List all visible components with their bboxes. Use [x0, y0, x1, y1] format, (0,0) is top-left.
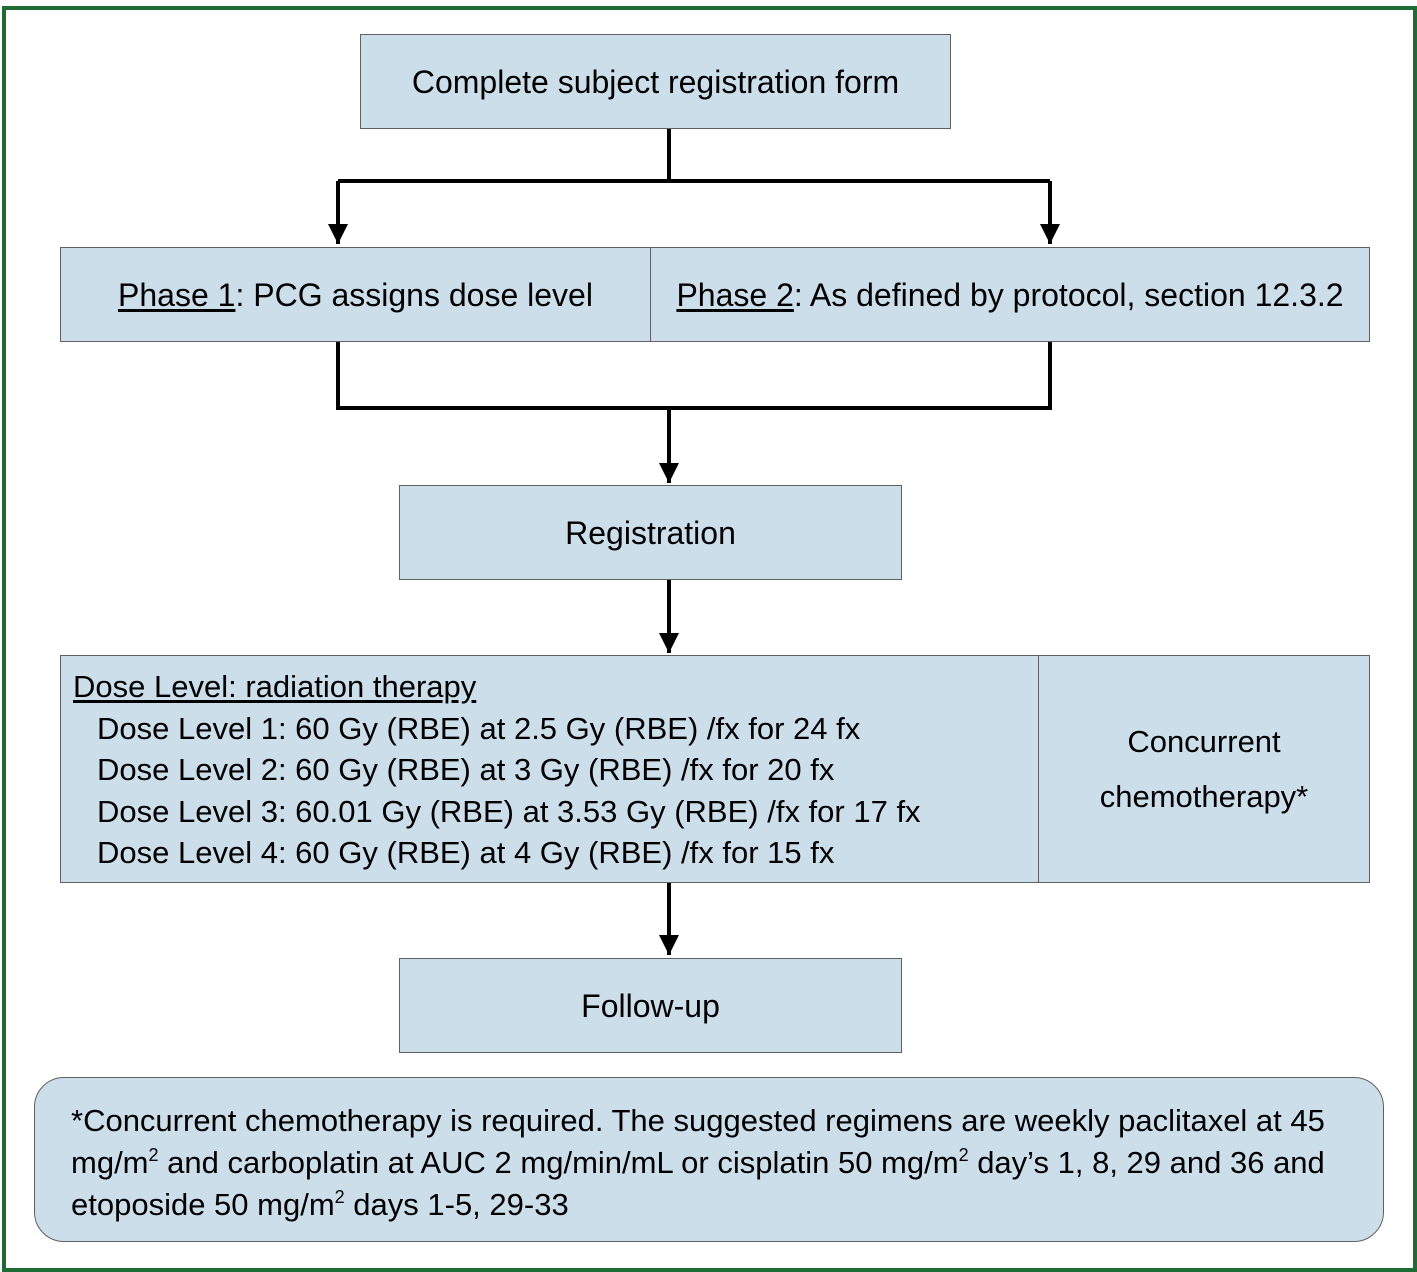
dose-level-1: Dose Level 1: 60 Gy (RBE) at 2.5 Gy (RBE…: [97, 710, 861, 746]
start-box: Complete subject registration form: [360, 34, 951, 129]
superscript-1: 2: [148, 1145, 159, 1165]
footnote-part-4: days 1-5, 29-33: [344, 1187, 569, 1222]
superscript-2: 2: [958, 1145, 969, 1165]
connector-start-split: [338, 129, 1050, 183]
superscript-3: 2: [334, 1187, 345, 1207]
phase2-description: : As defined by protocol, section 12.3.2: [793, 276, 1344, 313]
registration-label: Registration: [565, 514, 736, 551]
phase1-description: : PCG assigns dose level: [235, 276, 593, 313]
registration-box: Registration: [399, 485, 902, 580]
dose-level-box: Dose Level: radiation therapy Dose Level…: [60, 655, 1040, 883]
footnote-part-1: *Concurrent chemotherapy is required. Th…: [71, 1103, 1325, 1180]
phase2-box: Phase 2: As defined by protocol, section…: [650, 247, 1370, 342]
dose-level-3: Dose Level 3: 60.01 Gy (RBE) at 3.53 Gy …: [97, 793, 921, 829]
dose-level-list: Dose Level: radiation therapy Dose Level…: [73, 666, 921, 874]
chemotherapy-line-2: chemotherapy*: [1099, 779, 1309, 814]
footnote-part-3: day’s 1, 8, 29 and 36 and etoposide 50 m…: [71, 1145, 1325, 1222]
phase1-heading: Phase 1: [118, 276, 236, 313]
followup-label: Follow-up: [581, 987, 720, 1024]
chemotherapy-footnote: *Concurrent chemotherapy is required. Th…: [34, 1077, 1384, 1242]
dose-level-4: Dose Level 4: 60 Gy (RBE) at 4 Gy (RBE) …: [97, 835, 835, 870]
start-label: Complete subject registration form: [411, 63, 900, 100]
phase1-text: Phase 1: PCG assigns dose level: [118, 279, 593, 311]
chemotherapy-box: Concurrent chemotherapy*: [1038, 655, 1370, 883]
connector-phase-merge: [336, 341, 1052, 410]
phase1-box: Phase 1: PCG assigns dose level: [60, 247, 651, 342]
chemotherapy-line-1: Concurrent: [1127, 724, 1281, 759]
dose-level-heading: Dose Level: radiation therapy: [73, 669, 477, 704]
phase2-heading: Phase 2: [676, 276, 794, 313]
phase2-text: Phase 2: As defined by protocol, section…: [676, 279, 1343, 311]
footnote-part-2: and carboplatin at AUC 2 mg/min/mL or ci…: [158, 1145, 959, 1180]
chemotherapy-label: Concurrent chemotherapy*: [1100, 714, 1309, 824]
dose-level-2: Dose Level 2: 60 Gy (RBE) at 3 Gy (RBE) …: [97, 752, 835, 787]
followup-box: Follow-up: [399, 958, 902, 1053]
